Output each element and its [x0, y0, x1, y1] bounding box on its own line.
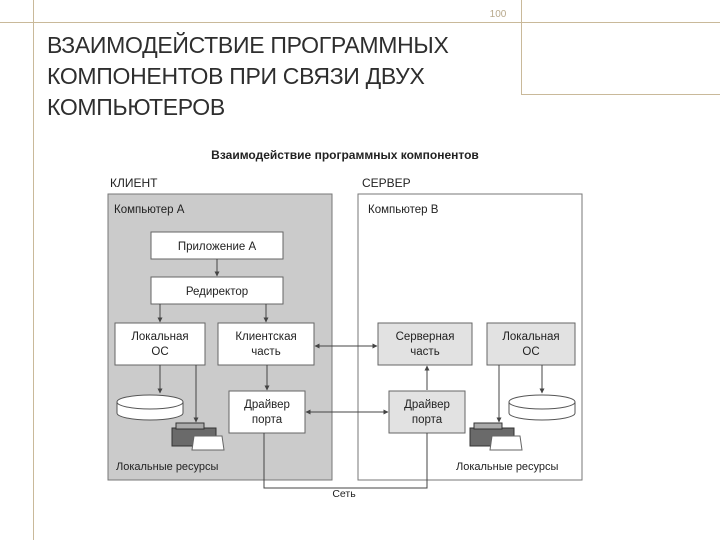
- client-port-driver-line-1: Драйвер: [244, 399, 290, 411]
- client-local-os-box: [114, 322, 206, 366]
- server-part-box: [377, 322, 473, 366]
- server-local-os-box: [486, 322, 576, 366]
- client-local-os-line-1: Локальная: [131, 331, 188, 343]
- server-label: СЕРВЕР: [362, 176, 411, 190]
- client-disk-icon: [116, 394, 184, 421]
- server-part-line-1: Серверная: [396, 331, 455, 343]
- slide-title: ВЗАИМОДЕЙСТВИЕ ПРОГРАММНЫХ КОМПОНЕНТОВ П…: [47, 30, 517, 123]
- slide-title-line-3: КОМПЬЮТЕРОВ: [47, 94, 225, 120]
- interaction-diagram: Взаимодействие программных компонентов К…: [104, 145, 586, 500]
- application-a-box: [150, 231, 284, 260]
- server-local-resources-label: Локальные ресурсы: [456, 461, 559, 473]
- computer-a-label: Компьютер А: [114, 204, 185, 216]
- redirector-box: [150, 276, 284, 305]
- server-local-os-line-1: Локальная: [502, 331, 559, 343]
- client-local-os-line-2: ОС: [151, 346, 168, 358]
- server-port-driver-box: [388, 390, 466, 434]
- client-printer-icon: [171, 422, 225, 451]
- slide-title-line-2: КОМПОНЕНТОВ ПРИ СВЯЗИ ДВУХ: [47, 63, 425, 89]
- network-label: Сеть: [332, 488, 356, 500]
- client-part-line-2: часть: [251, 346, 280, 358]
- server-part-line-2: часть: [410, 346, 439, 358]
- client-part-box: [217, 322, 315, 366]
- client-port-driver-box: [228, 390, 306, 434]
- slide-number: 100: [489, 9, 507, 20]
- client-part-line-1: Клиентская: [235, 331, 296, 343]
- client-label: КЛИЕНТ: [110, 176, 158, 190]
- server-port-driver-line-2: порта: [412, 414, 443, 426]
- server-printer-icon: [469, 422, 523, 451]
- server-local-os-line-2: ОС: [522, 346, 539, 358]
- redirector-label: Редиректор: [186, 286, 248, 298]
- computer-b-label: Компьютер В: [368, 204, 439, 216]
- diagram-title: Взаимодействие программных компонентов: [211, 148, 479, 162]
- frame-line-mid: [521, 94, 720, 95]
- application-a-label: Приложение А: [178, 241, 257, 253]
- connector-lines: [157, 259, 545, 489]
- server-disk-icon: [508, 394, 576, 421]
- frame-line-right: [521, 0, 522, 95]
- frame-line-left: [33, 0, 34, 540]
- server-port-driver-line-1: Драйвер: [404, 399, 450, 411]
- slide-title-line-1: ВЗАИМОДЕЙСТВИЕ ПРОГРАММНЫХ: [47, 32, 449, 58]
- client-local-resources-label: Локальные ресурсы: [116, 461, 219, 473]
- client-port-driver-line-2: порта: [252, 414, 283, 426]
- frame-line-top: [0, 22, 720, 23]
